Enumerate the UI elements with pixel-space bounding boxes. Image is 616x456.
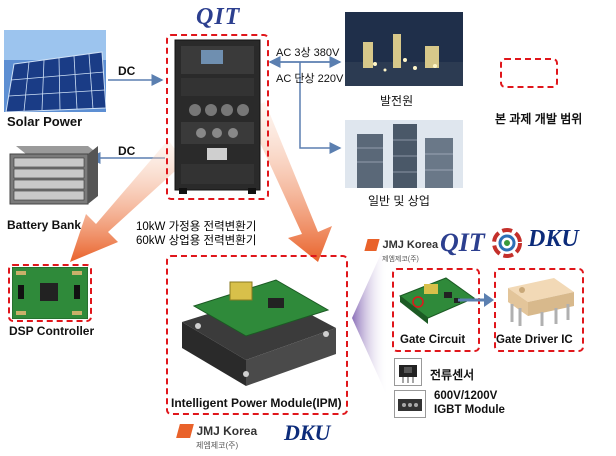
current-sensor-image — [394, 358, 422, 386]
commercial-building-image — [345, 120, 463, 188]
converter-cabinet-image — [171, 38, 264, 196]
jmj-korea-logo-top: JMJ Korea 제엠제코(주) — [364, 236, 439, 264]
igbt-module-label: IGBT Module — [434, 404, 505, 416]
jmj-logo-subtext: 제엠제코(주) — [196, 441, 239, 450]
gate-driver-label: Gate Driver IC — [496, 334, 573, 346]
university-emblem-icon — [492, 228, 522, 258]
dsp-controller-label: DSP Controller — [9, 324, 95, 338]
igbt-voltage-label: 600V/1200V — [434, 390, 498, 402]
solar-panel-image — [4, 30, 106, 112]
ac-1phase-label: AC 단상 220V — [276, 73, 344, 85]
jmj-logo-text: JMJ Korea — [382, 238, 439, 251]
purple-arrow-components — [352, 238, 388, 398]
jmj-korea-logo-bottom: JMJ Korea 제엠제코(주) — [176, 422, 258, 451]
dsp-controller-scope — [8, 264, 92, 322]
ipm-module-image — [172, 262, 342, 392]
gate-circuit-label: Gate Circuit — [400, 334, 466, 346]
current-sensor-label: 전류센서 — [430, 368, 475, 382]
converter-label-line1: 10kW 가정용 전력변환기 — [136, 221, 257, 233]
igbt-module-image — [394, 390, 426, 418]
zoom-arrow — [458, 293, 494, 307]
scope-legend-label: 본 과제 개발 범위 — [495, 112, 583, 126]
solar-power-label: Solar Power — [7, 114, 83, 129]
jmj-logo-text: JMJ Korea — [196, 423, 258, 438]
ac-arrow-consumer — [299, 62, 342, 154]
power-plant-image — [345, 12, 463, 86]
ipm-scope — [166, 255, 348, 415]
battery-bank-image — [6, 142, 98, 206]
ac-3phase-label: AC 3상 380V — [276, 47, 340, 59]
dsp-controller-image — [12, 267, 88, 319]
dc-label-top: DC — [118, 64, 136, 78]
gate-driver-ic-image — [498, 274, 580, 328]
gate-circuit-image — [396, 272, 476, 330]
gate-circuit-scope — [392, 268, 480, 352]
gate-driver-scope — [494, 268, 584, 352]
jmj-logo-mark-icon — [176, 423, 194, 438]
qit-logo-right: QIT — [440, 228, 485, 257]
dku-logo-right: DKU — [528, 226, 579, 252]
jmj-logo-subtext: 제엠제코(주) — [382, 256, 419, 263]
jmj-logo-mark-icon — [364, 238, 380, 251]
dku-logo-bottom: DKU — [284, 420, 331, 445]
commercial-building-label: 일반 및 상업 — [368, 194, 430, 208]
orange-arrow-dsp — [70, 140, 185, 262]
dc-label-bottom: DC — [118, 144, 136, 158]
qit-logo-top: QIT — [196, 4, 241, 30]
orange-arrow-ipm — [245, 102, 332, 262]
scope-legend-box — [500, 58, 558, 88]
power-plant-label: 발전원 — [380, 94, 414, 108]
converter-cabinet-scope — [166, 34, 269, 200]
battery-bank-label: Battery Bank — [7, 218, 82, 232]
ipm-label: Intelligent Power Module(IPM) — [171, 396, 342, 410]
converter-label-line2: 60kW 상업용 전력변환기 — [136, 235, 257, 247]
